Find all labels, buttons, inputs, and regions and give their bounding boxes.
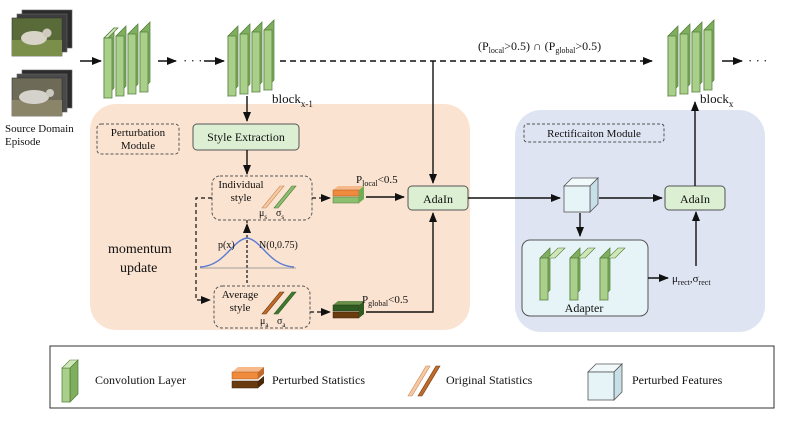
- rectification-tag-label: Rectificaiton Module: [547, 128, 641, 140]
- individual-style-line1: Individual: [218, 179, 263, 191]
- px-label: p(x): [218, 240, 235, 251]
- p-global-label: Pglobal<0.5: [362, 294, 409, 308]
- individual-style-line2: style: [231, 192, 252, 204]
- flow-dots-right: · · ·: [748, 53, 768, 68]
- source-label-line1: Source Domain: [5, 123, 74, 135]
- convolution-stack-2: [227, 19, 275, 97]
- convolution-stack-1: [103, 21, 151, 99]
- momentum-line2: update: [120, 261, 157, 276]
- original-statistics-icon: [407, 365, 441, 397]
- adapter-convolution-layers: [539, 247, 626, 301]
- average-style-line2: style: [230, 302, 251, 314]
- block-next-label: blockx: [700, 91, 734, 109]
- style-extraction-label: Style Extraction: [207, 130, 285, 144]
- p-local-label: Plocal<0.5: [356, 174, 398, 188]
- mu-a-label: μa: [260, 316, 269, 329]
- mu-s-label: μs: [259, 208, 267, 221]
- adain-perturbation-label: AdaIn: [423, 192, 453, 206]
- normal-label: N(0,0.75): [259, 240, 298, 251]
- rect-stats-label: μrect,σrect: [672, 273, 711, 287]
- legend-label-original-statistics: Original Statistics: [446, 373, 533, 387]
- convolution-layer-icon: [61, 359, 79, 403]
- adain-rectification-label: AdaIn: [680, 192, 710, 206]
- perturbation-tag-line1: Perturbation: [111, 127, 166, 139]
- adapter-label: Adapter: [565, 301, 604, 315]
- rectification-module-tag: [523, 123, 665, 143]
- average-style-line1: Average: [222, 289, 259, 301]
- source-image-stack-bottom: [11, 69, 73, 117]
- perturbed-statistics-global: [332, 301, 364, 319]
- legend-label-perturbed-statistics: Perturbed Statistics: [272, 373, 365, 387]
- source-image-stack-top: [11, 9, 73, 57]
- perturbation-tag-line2: Module: [121, 140, 155, 152]
- style-extraction-box: [192, 123, 300, 151]
- perturbed-features-icon: [587, 363, 623, 401]
- original-statistics-average: [261, 291, 297, 315]
- sigma-s-label: σs: [276, 208, 284, 221]
- legend-box: [49, 345, 775, 409]
- flow-dots-left: · · ·: [183, 53, 203, 68]
- source-label-line2: Episode: [5, 136, 41, 148]
- original-statistics-individual: [261, 185, 297, 209]
- block-prev-label: blockx-1: [272, 91, 313, 109]
- perturbed-statistics-icon: [231, 367, 264, 389]
- momentum-line1: momentum: [108, 242, 172, 257]
- perturbed-feature-cube: [563, 177, 599, 213]
- convolution-stack-3: [667, 19, 715, 97]
- perturbation-panel: [90, 104, 470, 330]
- perturbed-statistics-local: [332, 186, 364, 204]
- average-style-box: [213, 285, 311, 329]
- sigma-a-label: σa: [277, 316, 286, 329]
- legend-label-perturbed-features: Perturbed Features: [632, 373, 723, 387]
- legend-label-convolution: Convolution Layer: [95, 373, 186, 387]
- condition-label: (Plocal>0.5) ∩ (Pglobal>0.5): [478, 39, 601, 55]
- perturbation-module-tag: [96, 123, 180, 155]
